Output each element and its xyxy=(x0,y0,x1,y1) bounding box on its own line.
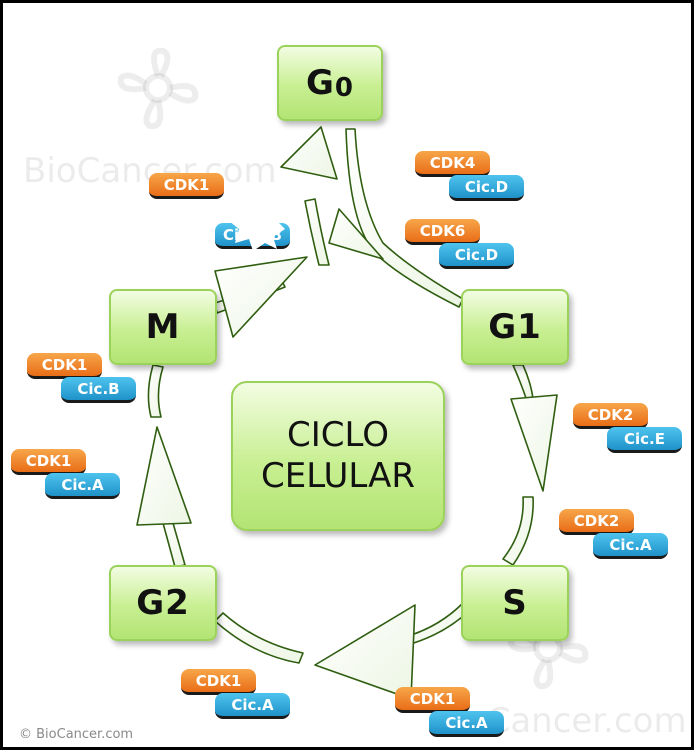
center-line-2: CELULAR xyxy=(261,456,415,496)
center-line-1: CICLO xyxy=(287,415,389,456)
cyclin-tag: Cic.B xyxy=(61,377,136,403)
cdk-tag: CDK1 xyxy=(27,353,102,379)
cyclin-tag: Cic.A xyxy=(593,533,668,559)
cdk-tag: CDK6 xyxy=(405,219,480,245)
center-title-box: CICLO CELULAR xyxy=(231,381,445,531)
phase-s-label: S xyxy=(502,583,528,623)
cyclin-tag: Cic.D xyxy=(449,175,524,201)
cdk-tag: CDK2 xyxy=(573,403,648,429)
phase-g0-label: G xyxy=(305,63,335,103)
cdk-tag: CDK4 xyxy=(415,151,490,177)
arrow-g1-to-s-head xyxy=(510,394,558,492)
cdk-tag: CDK2 xyxy=(559,509,634,535)
cyclin-tag: Cic.D xyxy=(439,243,514,269)
phase-g1-label: G1 xyxy=(488,307,542,347)
cdk-tag: CDK1 xyxy=(395,687,470,713)
watermark-flower-icon xyxy=(117,47,199,130)
arrow-up-to-g0-shaft xyxy=(304,198,330,266)
phase-m: M xyxy=(109,289,217,365)
phase-g2-label: G2 xyxy=(136,583,190,623)
phase-m-label: M xyxy=(145,307,181,347)
arrow-g0-to-g1-head xyxy=(328,208,384,260)
credit-text: © BioCancer.com xyxy=(19,727,134,742)
arrow-s-entry xyxy=(502,496,534,566)
phase-s: S xyxy=(461,565,569,641)
arrow-m-down-tail xyxy=(147,364,164,418)
cyclin-tag: Cic.A xyxy=(215,693,290,719)
arrow-g2-arc xyxy=(214,612,304,664)
cdk-tag: CDK1 xyxy=(181,669,256,695)
cyclin-tag: Cic.E xyxy=(607,427,682,453)
cycle-arrows xyxy=(136,126,558,700)
torn-patch xyxy=(229,197,285,251)
cyclin-tag: Cic.A xyxy=(45,473,120,499)
arrow-s-to-g2-head xyxy=(314,604,416,700)
arrow-g1-to-s xyxy=(512,364,534,402)
cyclin-tag: Cic.A xyxy=(429,711,504,737)
phase-g2: G2 xyxy=(109,565,217,641)
cdk-tag: CDK1 xyxy=(11,449,86,475)
phase-g1: G1 xyxy=(461,289,569,365)
arrow-m-to-g0-head xyxy=(214,256,308,338)
cdk-tag: CDK1 xyxy=(149,173,224,199)
phase-g0-sub: 0 xyxy=(334,73,354,103)
arrow-g2-to-m-shaft xyxy=(162,522,186,568)
arrow-up-to-g0-head xyxy=(280,126,338,180)
arrow-g2-to-m-head xyxy=(136,426,192,526)
